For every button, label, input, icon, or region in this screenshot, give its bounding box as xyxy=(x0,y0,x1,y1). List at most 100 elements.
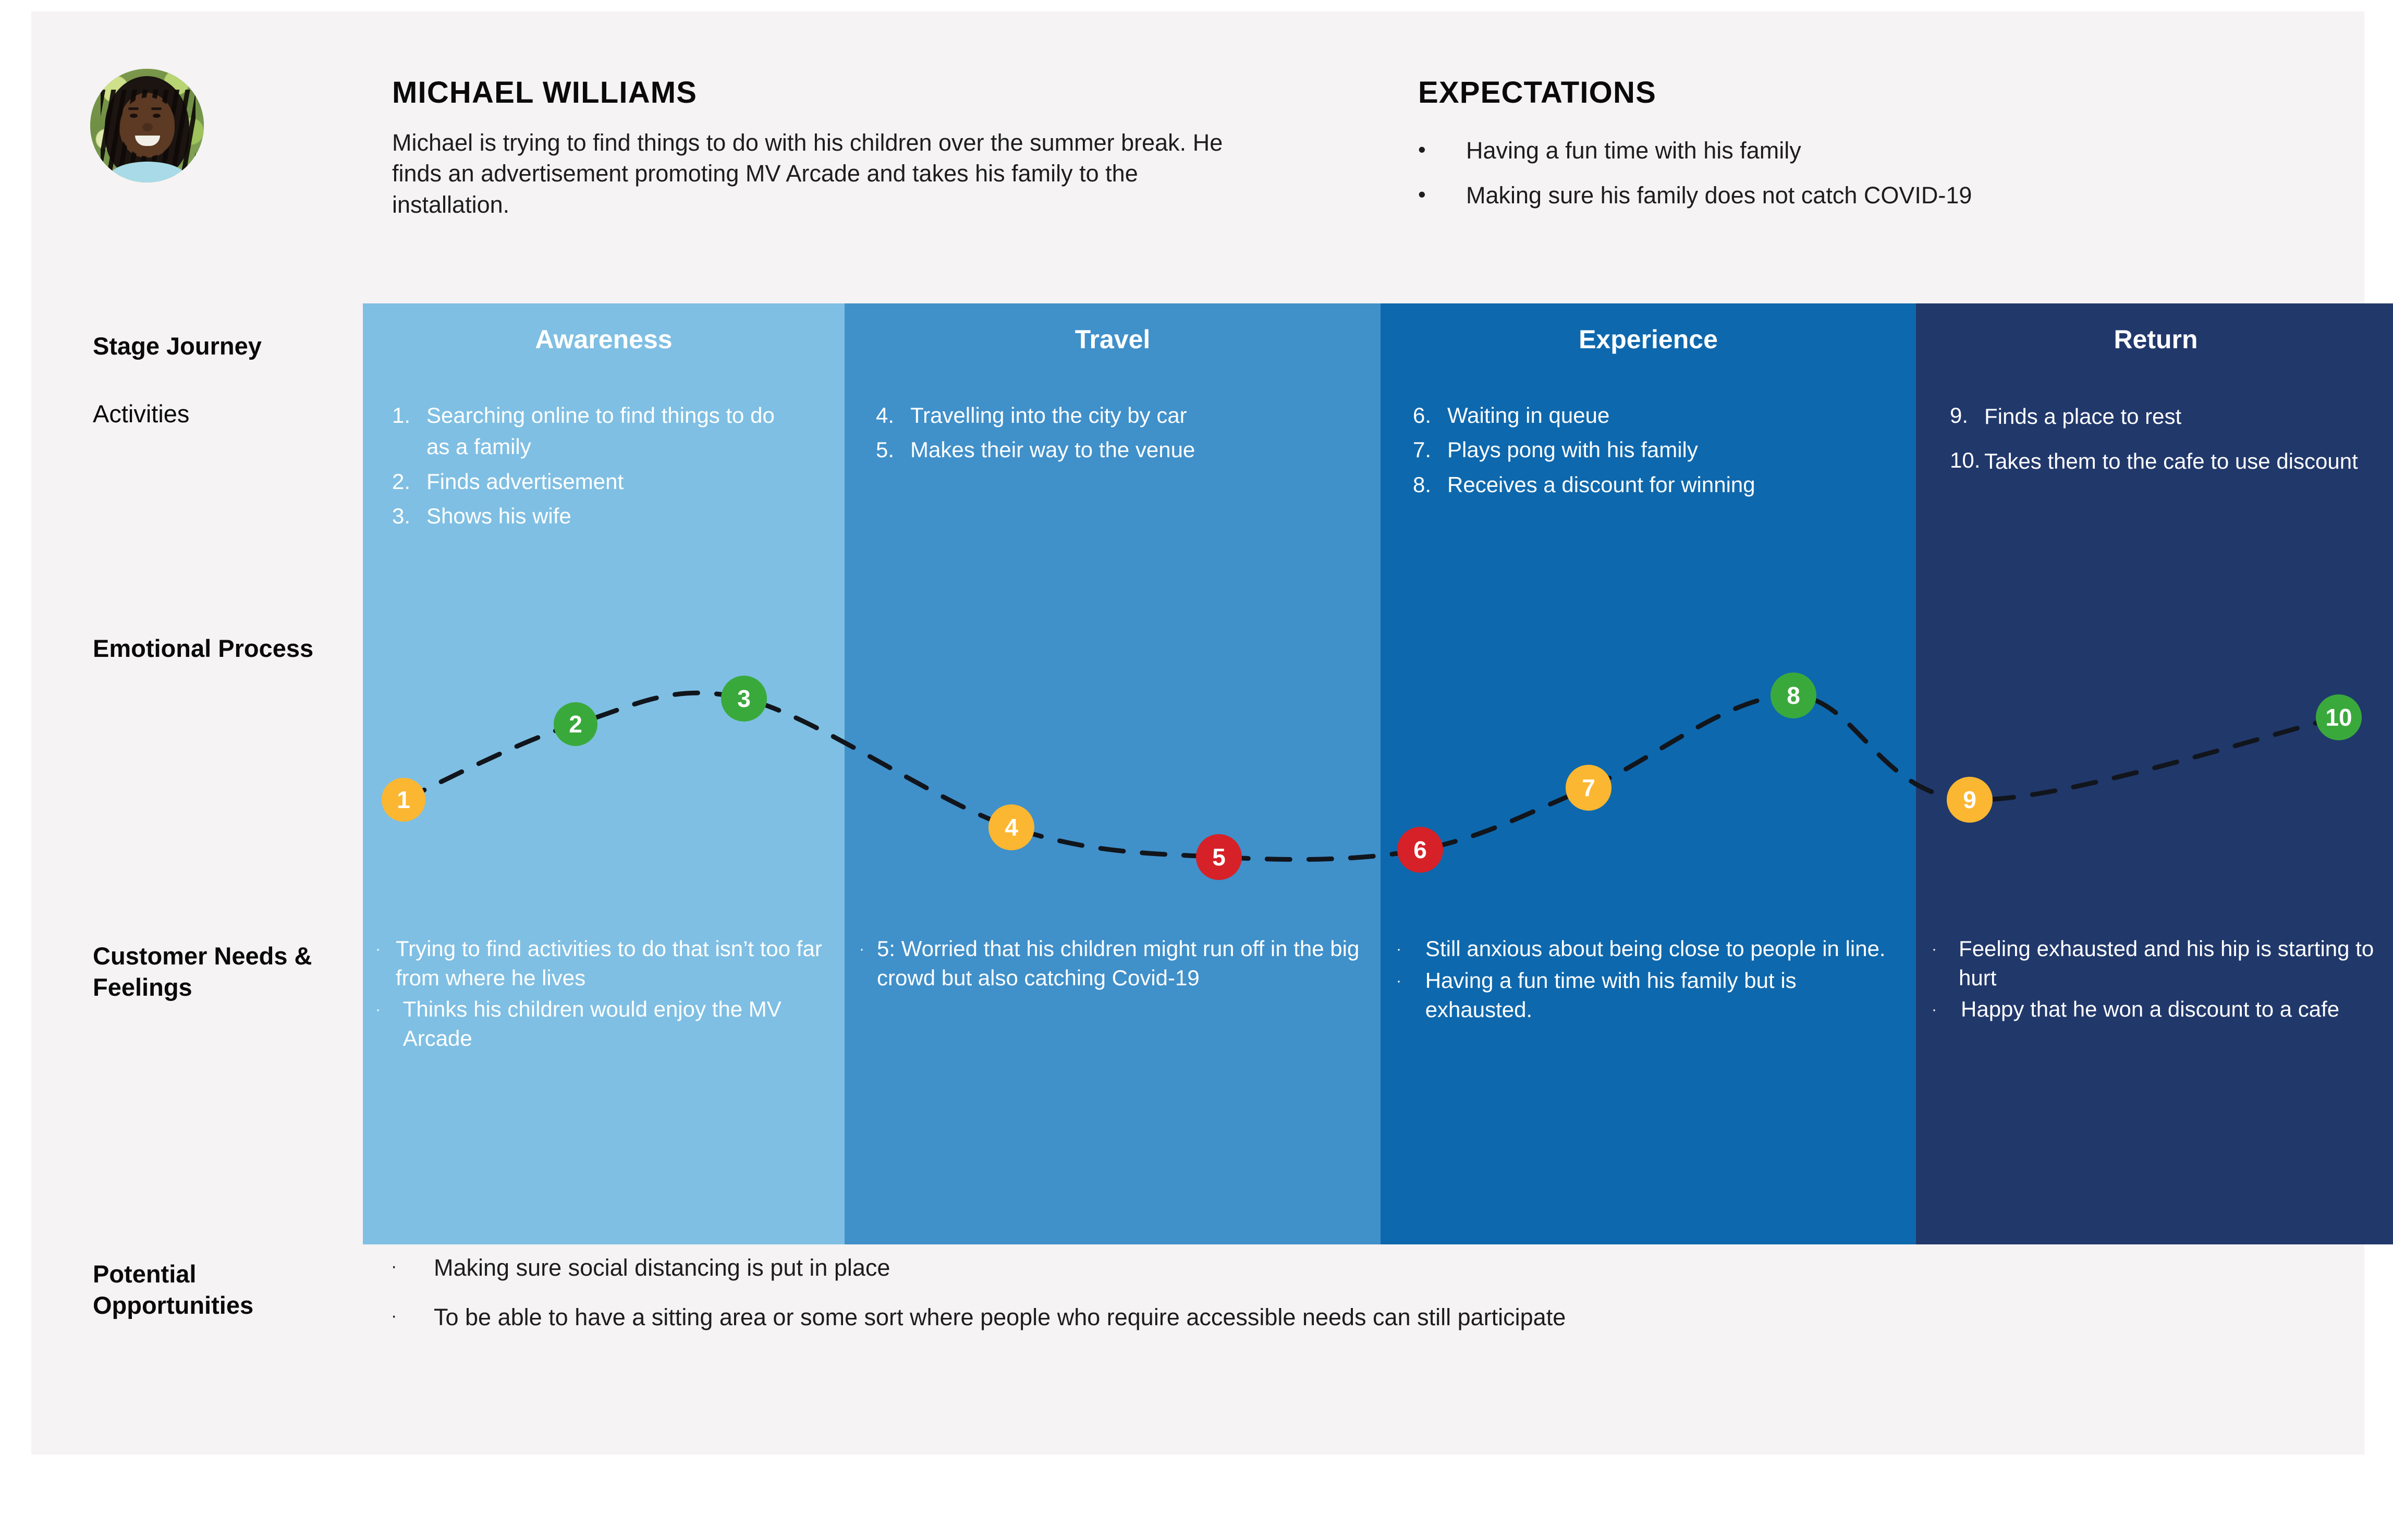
activity-text: Waiting in queue xyxy=(1447,403,1610,427)
stage-column-experience: Experience xyxy=(1381,303,1916,1244)
emotion-point-circle xyxy=(382,778,425,822)
activity-number: 8. xyxy=(1413,472,1432,497)
expectation-text: Making sure his family does not catch CO… xyxy=(1466,182,1972,209)
opportunity-item: · Making sure social distancing is put i… xyxy=(391,1252,2216,1284)
need-item: · 5: Worried that his children might run … xyxy=(859,934,1370,993)
emotion-point-5[interactable]: 5 xyxy=(1196,834,1242,880)
activity-number: 5. xyxy=(876,437,895,462)
activity-number: 3. xyxy=(392,504,411,529)
emotion-point-label: 8 xyxy=(1787,682,1800,709)
emotion-point-label: 1 xyxy=(397,786,410,813)
emotion-point-circle xyxy=(988,804,1034,850)
activity-item: 10.Takes them to the cafe to use discoun… xyxy=(1950,445,2388,478)
activity-item: 4.Travelling into the city by car xyxy=(876,400,1371,431)
expectation-item: • Making sure his family does not catch … xyxy=(1418,181,2304,210)
emotion-point-circle xyxy=(1771,673,1816,718)
emotion-point-4[interactable]: 4 xyxy=(988,804,1034,850)
emotion-point-circle xyxy=(1947,777,1993,823)
emotion-point-circle xyxy=(2316,694,2362,740)
activity-number: 1. xyxy=(392,403,411,427)
need-item: · Trying to find activities to do that is… xyxy=(375,934,829,993)
expectation-text: Having a fun time with his family xyxy=(1466,137,1801,164)
need-item: ·Happy that he won a discount to a cafe xyxy=(1932,995,2385,1024)
stage-column-awareness: Awareness xyxy=(363,303,845,1244)
emotion-point-label: 10 xyxy=(2325,704,2352,731)
need-text: Still anxious about being close to peopl… xyxy=(1425,936,1886,961)
bullet-icon: • xyxy=(1418,137,1426,162)
emotional-process-chart: 1 2 3 4 5 6 7 8 9 10 xyxy=(363,627,2393,903)
emotion-point-1[interactable]: 1 xyxy=(382,778,425,822)
expectations-list: • Having a fun time with his family • Ma… xyxy=(1418,137,2304,226)
need-text: 5: Worried that his children might run o… xyxy=(877,936,1360,990)
emotion-point-7[interactable]: 7 xyxy=(1566,765,1611,811)
avatar xyxy=(90,69,204,182)
need-item: ·Feeling exhausted and his hip is starti… xyxy=(1932,934,2385,993)
emotion-point-10[interactable]: 10 xyxy=(2316,694,2362,740)
row-label-activities: Activities xyxy=(93,400,190,427)
emotion-point-circle xyxy=(721,676,767,722)
activities-list-awareness: 1. Searching online to find things to do … xyxy=(392,400,788,535)
emotion-point-circle xyxy=(1566,765,1611,811)
activities-list-return: 9.Finds a place to rest 10.Takes them to … xyxy=(1950,400,2388,490)
emotion-point-label: 2 xyxy=(569,711,582,738)
activity-text: Finds a place to rest xyxy=(1984,404,2182,429)
activity-number: 6. xyxy=(1413,403,1432,427)
emotion-point-2[interactable]: 2 xyxy=(554,702,597,746)
emotion-point-circle xyxy=(1397,827,1443,873)
activity-text: Plays pong with his family xyxy=(1447,437,1698,462)
activity-number: 7. xyxy=(1413,437,1432,462)
need-text: Having a fun time with his family but is… xyxy=(1425,968,1797,1022)
bullet-icon: · xyxy=(375,940,381,958)
stage-column-return: Return xyxy=(1916,303,2393,1244)
needs-list-travel: · 5: Worried that his children might run … xyxy=(859,934,1370,995)
emotion-point-label: 7 xyxy=(1582,774,1595,801)
opportunity-text: Making sure social distancing is put in … xyxy=(434,1254,890,1281)
bullet-icon: · xyxy=(859,940,864,958)
activity-text: Searching online to find things to do as… xyxy=(426,403,775,459)
emotion-point-label: 4 xyxy=(1005,814,1018,841)
emotion-point-label: 9 xyxy=(1963,786,1976,813)
expectations-title: EXPECTATIONS xyxy=(1418,76,1656,109)
bullet-icon: · xyxy=(1932,940,1937,958)
emotion-point-3[interactable]: 3 xyxy=(721,676,767,722)
need-text: Trying to find activities to do that isn… xyxy=(395,936,822,990)
needs-list-return: ·Feeling exhausted and his hip is starti… xyxy=(1932,934,2385,1026)
activity-item: 1. Searching online to find things to do … xyxy=(392,400,788,463)
activity-text: Shows his wife xyxy=(426,504,571,529)
emotion-point-label: 5 xyxy=(1212,844,1226,871)
expectation-item: • Having a fun time with his family xyxy=(1418,137,2304,165)
stage-title-experience: Experience xyxy=(1579,325,1718,354)
emotion-point-6[interactable]: 6 xyxy=(1397,827,1443,873)
bullet-icon: · xyxy=(375,1000,381,1018)
needs-list-awareness: · Trying to find activities to do that is… xyxy=(375,934,829,1055)
need-text: Happy that he won a discount to a cafe xyxy=(1961,996,2340,1021)
activity-text: Finds advertisement xyxy=(426,469,624,494)
activity-item: 9.Finds a place to rest xyxy=(1950,400,2388,433)
bullet-icon: · xyxy=(1396,972,1401,989)
activities-list-experience: 6. Waiting in queue 7. Plays pong with his … xyxy=(1413,400,1908,504)
activity-item: 8. Receives a discount for winning xyxy=(1413,469,1908,500)
persona-name: MICHAEL WILLIAMS xyxy=(392,76,698,109)
emotion-point-label: 6 xyxy=(1413,836,1427,863)
activity-text: Receives a discount for winning xyxy=(1447,472,1755,497)
emotion-point-circle xyxy=(554,702,597,746)
bullet-icon: · xyxy=(391,1256,397,1276)
emotion-point-circle xyxy=(1196,834,1242,880)
need-item: ·Still anxious about being close to peop… xyxy=(1396,934,1907,964)
need-item: · Thinks his children would enjoy the MV … xyxy=(375,995,829,1053)
activity-number: 2. xyxy=(392,469,411,494)
emotion-point-8[interactable]: 8 xyxy=(1771,673,1816,718)
opportunities-list: · Making sure social distancing is put i… xyxy=(391,1252,2216,1351)
emotion-curve-path xyxy=(401,690,2341,862)
stage-title-return: Return xyxy=(2114,325,2198,354)
need-text: Thinks his children would enjoy the MV A… xyxy=(402,996,782,1050)
persona-description: Michael is trying to find things to do w… xyxy=(392,129,1223,218)
stage-column-travel: Travel xyxy=(845,303,1381,1244)
activity-item: 6. Waiting in queue xyxy=(1413,400,1908,431)
opportunity-item: · To be able to have a sitting area or s… xyxy=(391,1302,2216,1334)
emotion-point-9[interactable]: 9 xyxy=(1947,777,1993,823)
activity-number: 10. xyxy=(1950,447,1981,472)
stage-title-travel: Travel xyxy=(1075,325,1151,354)
